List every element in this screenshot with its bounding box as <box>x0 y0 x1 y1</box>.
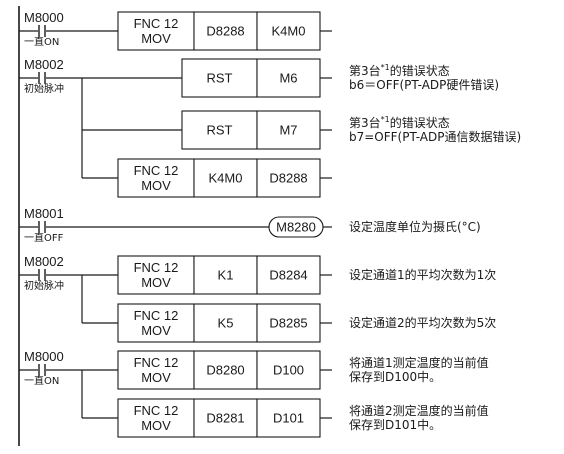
contact-comment: 初始脉冲 <box>24 279 64 292</box>
instruction-cell <box>117 398 195 438</box>
operand: M7 <box>279 123 297 138</box>
operand: K4M0 <box>209 171 243 186</box>
instruction-name: FNC 12 <box>134 163 179 178</box>
instruction-3-1: M8280 设定温度单位为摄氏(°C) <box>82 216 481 238</box>
contact-comment: 一直ON <box>24 374 59 387</box>
contact-label: M8002 <box>24 57 64 72</box>
instruction-cell <box>181 58 258 98</box>
instruction-cell <box>193 398 258 438</box>
instruction-name: FNC 12 <box>134 355 179 370</box>
instruction-cell <box>117 158 195 198</box>
operand: D8285 <box>269 316 307 331</box>
contact-comment: 初始脉冲 <box>24 82 64 95</box>
instruction-name: MOV <box>141 418 171 433</box>
operand: D8284 <box>269 268 307 283</box>
instruction-name: MOV <box>141 31 171 46</box>
no-contact-symbol <box>38 72 46 84</box>
annotation-text: 设定温度单位为摄氏(°C) <box>349 219 481 234</box>
instruction-cell <box>193 303 258 343</box>
annotation-text: 将通道2测定温度的当前值 <box>349 403 489 418</box>
operand: D8280 <box>206 363 244 378</box>
contact-label: M8000 <box>24 349 64 364</box>
instruction-name: MOV <box>141 178 171 193</box>
contact-label: M8000 <box>24 10 64 25</box>
contact-label: M8002 <box>24 254 64 269</box>
instruction-cell <box>117 350 195 390</box>
instruction-name: RST <box>207 123 233 138</box>
instruction-name: MOV <box>141 323 171 338</box>
instruction-name: MOV <box>141 275 171 290</box>
operand: K5 <box>218 316 234 331</box>
annotation-text: 保存到D101中。 <box>349 417 441 432</box>
operand: D8281 <box>206 411 244 426</box>
instruction-name: FNC 12 <box>134 260 179 275</box>
instruction-name: RST <box>207 71 233 86</box>
instruction-cell <box>181 110 258 150</box>
contact-label: M8001 <box>24 206 64 221</box>
operand: K1 <box>218 268 234 283</box>
operand: D8288 <box>206 24 244 39</box>
no-contact-symbol <box>38 221 46 233</box>
coil-label: M8280 <box>276 220 316 235</box>
instruction-cell <box>256 158 321 198</box>
instruction-name: FNC 12 <box>134 403 179 418</box>
instruction-name: FNC 12 <box>134 16 179 31</box>
contact-comment: 一直OFF <box>24 231 64 244</box>
instruction-cell <box>117 255 195 295</box>
no-contact-symbol <box>38 364 46 376</box>
annotation-text: 将通道1测定温度的当前值 <box>349 355 489 370</box>
instruction-cell <box>193 158 258 198</box>
annotation-text: 保存到D100中。 <box>349 369 441 384</box>
annotation-text: 设定通道1的平均次数为1次 <box>349 267 496 282</box>
no-contact-symbol <box>38 25 46 37</box>
instruction-cell <box>117 11 195 51</box>
operand: D101 <box>273 411 304 426</box>
operand: D100 <box>273 363 304 378</box>
instruction-name: FNC 12 <box>134 308 179 323</box>
operand: M6 <box>279 71 297 86</box>
instruction-name: MOV <box>141 370 171 385</box>
annotation-text: 第3台*1的错误状态 <box>349 63 450 78</box>
operand: K4M0 <box>272 24 306 39</box>
annotation-text: b6＝OFF(PT-ADP硬件错误) <box>349 78 499 92</box>
instruction-cell <box>256 58 321 98</box>
instruction-cell <box>256 110 321 150</box>
annotation-text: 第3台*1的错误状态 <box>349 115 450 130</box>
rung-3: M8001 一直OFF M8280 设定温度单位为摄氏(°C) <box>19 206 481 244</box>
no-contact-symbol <box>38 269 46 281</box>
annotation-text: 设定通道2的平均次数为5次 <box>349 315 496 330</box>
annotation-text: b7=OFF(PT-ADP通信数据错误) <box>349 129 521 144</box>
contact-comment: 一直ON <box>24 35 59 48</box>
operand: D8288 <box>269 171 307 186</box>
instruction-cell <box>256 255 321 295</box>
instruction-cell <box>256 303 321 343</box>
